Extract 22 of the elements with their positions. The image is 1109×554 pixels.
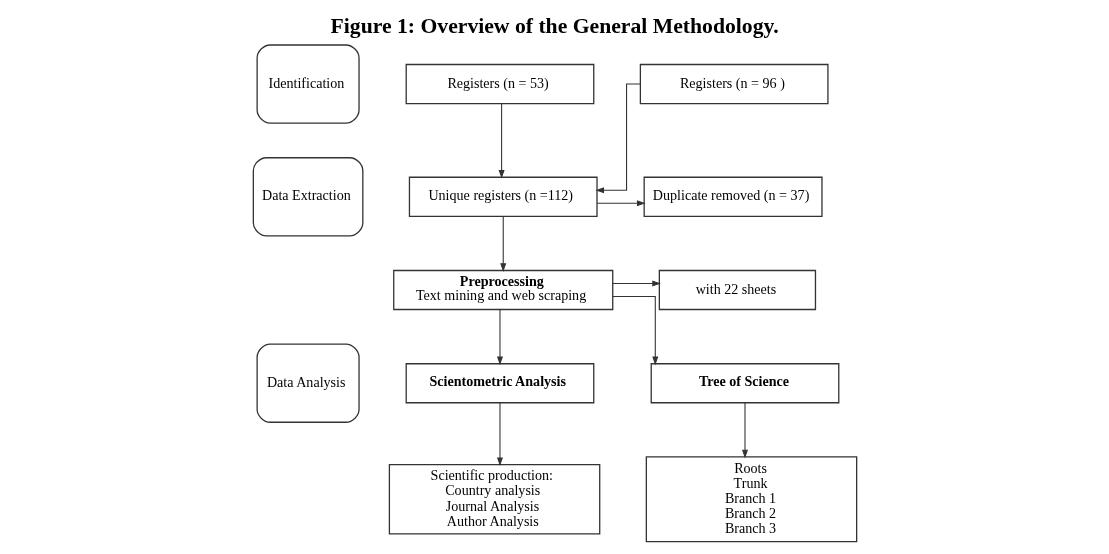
node-box: Unique registers (n =112): [408, 176, 598, 217]
node-box: Preprocessing Text mining and web scraping: [392, 269, 613, 311]
node-box: Tree of Science: [650, 363, 839, 404]
node-box: Registers (n = 53): [405, 63, 594, 105]
arrow: [611, 280, 661, 287]
arrow: [499, 216, 506, 272]
node-box: Scientometric Analysis: [405, 363, 594, 404]
diagram-title: Figure 1: Overview of the General Methodology.: [330, 14, 779, 39]
arrow: [741, 402, 748, 459]
node-box: Duplicate removed (n = 37): [643, 176, 823, 217]
node-box: Scientific production: Country analysis Journal Analysis Author Analysis: [388, 463, 600, 535]
node-box: Registers (n = 96 ): [639, 63, 829, 105]
arrow: [496, 309, 503, 366]
arrow: [596, 200, 646, 207]
node-box: Data Analysis: [256, 343, 360, 423]
arrow: [611, 295, 658, 366]
node-box: Data Extraction: [252, 157, 363, 237]
arrow: [496, 402, 503, 467]
arrow: [498, 103, 505, 179]
node-box: with 22 sheets: [658, 269, 816, 311]
node-box: Identification: [256, 44, 360, 124]
node-box: Roots Trunk Branch 1 Branch 2 Branch 3: [645, 456, 857, 543]
